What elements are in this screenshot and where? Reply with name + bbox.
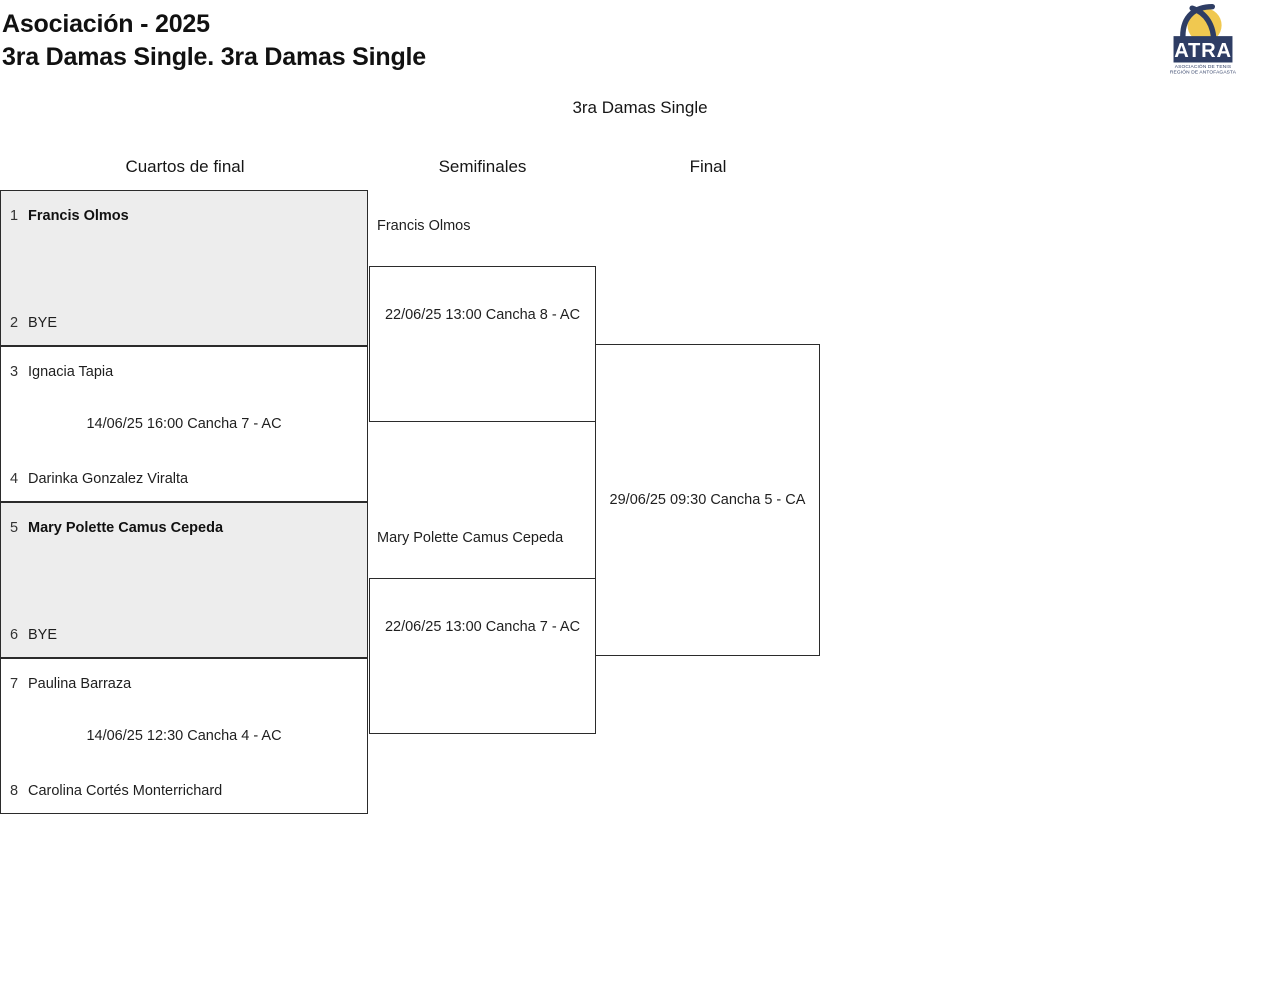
player-slot[interactable]: 5 Mary Polette Camus Cepeda xyxy=(10,520,359,536)
quarterfinal-match-3[interactable]: 5 Mary Polette Camus Cepeda 6 BYE xyxy=(0,502,368,658)
player-name: Mary Polette Camus Cepeda xyxy=(28,520,224,536)
semifinal-match-1[interactable]: 22/06/25 13:00 Cancha 8 - AC xyxy=(369,266,596,422)
match-info: 14/06/25 12:30 Cancha 4 - AC xyxy=(86,728,282,744)
player-name: Darinka Gonzalez Viralta xyxy=(28,471,189,487)
quarterfinal-match-2[interactable]: 3 Ignacia Tapia 4 Darinka Gonzalez Viralta… xyxy=(0,346,368,502)
seed-number: 8 xyxy=(10,783,19,799)
seed-number: 5 xyxy=(10,520,19,536)
semifinal-2-player-name: Mary Polette Camus Cepeda xyxy=(377,530,564,546)
svg-text:ATRA: ATRA xyxy=(1174,40,1232,62)
final-match[interactable]: 29/06/25 09:30 Cancha 5 - CA xyxy=(595,344,820,656)
seed-number: 2 xyxy=(10,315,19,331)
seed-number: 4 xyxy=(10,471,19,487)
draw-title-text: 3ra Damas Single xyxy=(572,98,708,117)
atra-logo: ATRA ASOCIACIÓN DE TENIS REGIÓN DE ANTOF… xyxy=(1164,2,1242,78)
player-name: BYE xyxy=(28,627,58,643)
draw-title: 3ra Damas Single xyxy=(0,98,1280,118)
player-slot[interactable]: 2 BYE xyxy=(10,315,359,331)
player-name: Francis Olmos xyxy=(28,208,129,224)
semifinal-match-2[interactable]: 22/06/25 13:00 Cancha 7 - AC xyxy=(369,578,596,734)
round-header-semifinals: Semifinales xyxy=(438,157,527,176)
seed-number: 1 xyxy=(10,208,19,224)
match-info: 22/06/25 13:00 Cancha 7 - AC xyxy=(384,619,581,635)
page-header: Asociación - 2025 3ra Damas Single. 3ra … xyxy=(0,0,1180,74)
player-slot[interactable]: 1 Francis Olmos xyxy=(10,208,359,224)
player-slot[interactable]: 4 Darinka Gonzalez Viralta xyxy=(10,471,359,487)
svg-text:ASOCIACIÓN DE TENIS: ASOCIACIÓN DE TENIS xyxy=(1175,63,1231,70)
seed-number: 7 xyxy=(10,676,19,692)
player-slot[interactable]: 7 Paulina Barraza xyxy=(10,676,359,692)
page-title: Asociación - 2025 3ra Damas Single. 3ra … xyxy=(2,10,426,71)
match-info: 22/06/25 13:00 Cancha 8 - AC xyxy=(384,307,581,323)
seed-number: 3 xyxy=(10,364,19,380)
player-name: Ignacia Tapia xyxy=(28,364,114,380)
player-name: Paulina Barraza xyxy=(28,676,132,692)
quarterfinal-match-4[interactable]: 7 Paulina Barraza 8 Carolina Cortés Monter… xyxy=(0,658,368,814)
player-slot[interactable]: 3 Ignacia Tapia xyxy=(10,364,359,380)
round-header-quarterfinals: Cuartos de final xyxy=(125,157,245,176)
svg-text:REGIÓN DE ANTOFAGASTA: REGIÓN DE ANTOFAGASTA xyxy=(1170,68,1237,75)
quarterfinal-match-1[interactable]: 1 Francis Olmos 2 BYE xyxy=(0,190,368,346)
player-slot[interactable]: 6 BYE xyxy=(10,627,359,643)
match-info: 14/06/25 16:00 Cancha 7 - AC xyxy=(86,416,282,432)
semifinal-1-player-name: Francis Olmos xyxy=(377,218,471,234)
round-header-final: Final xyxy=(689,157,727,176)
seed-number: 6 xyxy=(10,627,19,643)
player-name: Carolina Cortés Monterrichard xyxy=(28,783,223,799)
player-name: BYE xyxy=(28,315,58,331)
match-info: 29/06/25 09:30 Cancha 5 - CA xyxy=(609,492,806,508)
player-slot[interactable]: 8 Carolina Cortés Monterrichard xyxy=(10,783,359,799)
